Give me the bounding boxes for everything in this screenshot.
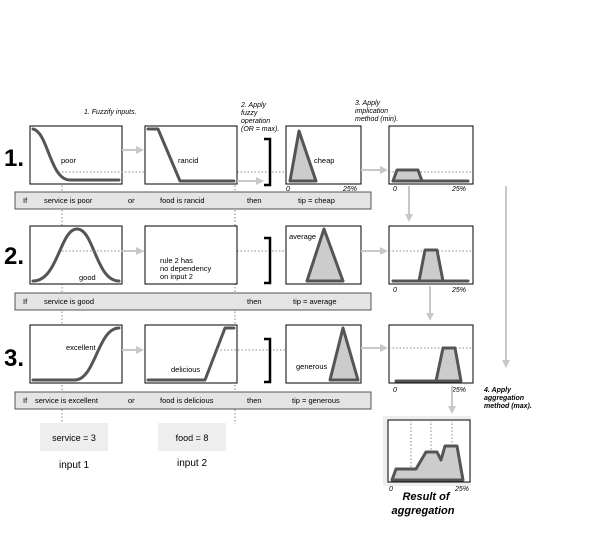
rule-number-3: 3.: [4, 345, 24, 372]
result-caption-line1: Result of: [402, 491, 450, 503]
rule2-note-line1: rule 2 has: [160, 256, 193, 265]
rule1-implication-box: [388, 125, 474, 185]
rule3-consequent: tip = generous: [292, 396, 340, 405]
step2-caption-line1: 2. Apply: [240, 102, 267, 109]
rule1-antecedent2: food is rancid: [160, 196, 205, 205]
rule3-or-bracket: [264, 337, 272, 384]
rule1-axis-max: 25%: [342, 186, 357, 193]
rule3-delicious-curve: [146, 326, 236, 382]
rule3-antecedent2: food is delicious: [160, 396, 214, 405]
rule1-rancid-curve: [146, 127, 236, 183]
rule3-generous-triangle: [328, 326, 360, 382]
step3-caption-line2: implication: [355, 108, 388, 115]
result-axis-min: 0: [389, 486, 393, 493]
rule2-good-curve: [31, 227, 121, 283]
input2-value-box: [158, 423, 226, 451]
rule2-impl-axis-max: 25%: [451, 287, 466, 294]
input1-label: input 1: [59, 460, 89, 471]
rule3-if: If: [23, 396, 28, 405]
rule3-text-bar: [14, 391, 372, 410]
rule2-if: If: [23, 297, 28, 306]
rule2-antecedent1: service is good: [44, 297, 94, 306]
rule1-impl-axis-min: 0: [393, 186, 397, 193]
rule2-implication-shape: [417, 248, 445, 283]
rule3-mf1-label: excellent: [66, 343, 97, 352]
rule3-implication-shape: [434, 346, 463, 383]
rule1-antecedent1: service is poor: [44, 196, 93, 205]
rule3-impl-axis-max: 25%: [451, 387, 466, 394]
rule2-consequent: tip = average: [293, 297, 337, 306]
rule2-then: then: [247, 297, 262, 306]
rule1-implication-shape: [391, 168, 424, 183]
step4-caption-line2: aggregation: [484, 395, 524, 402]
result-axis-max: 25%: [454, 486, 469, 493]
rule1-text-bar: [14, 191, 372, 210]
step2-caption-line3: operation: [241, 118, 270, 125]
input1-value: service = 3: [52, 433, 96, 443]
rule1-consequent: tip = cheap: [298, 196, 335, 205]
step3-caption-line1: 3. Apply: [355, 100, 381, 107]
result-caption-line2: aggregation: [392, 505, 455, 517]
rule1-if: If: [23, 196, 28, 205]
rule3-out-label: generous: [296, 362, 328, 371]
rule2-input2-box: [144, 225, 238, 285]
rule3-antecedent1: service is excellent: [35, 396, 99, 405]
rule2-impl-axis-min: 0: [393, 287, 397, 294]
rule-number-1: 1.: [4, 145, 24, 172]
rule1-poor-curve: [31, 127, 121, 182]
rule2-bracket: [264, 236, 272, 285]
step2-caption-line4: (OR = max).: [241, 126, 279, 133]
rule1-mf1-label: poor: [61, 156, 77, 165]
input2-label: input 2: [177, 458, 207, 469]
rule2-note-line2: no dependency: [160, 264, 212, 273]
rule3-impl-axis-min: 0: [393, 387, 397, 394]
rule3-then: then: [247, 396, 262, 405]
rule1-cheap-triangle: [288, 129, 318, 183]
rule1-connector: or: [128, 196, 135, 205]
rule1-then: then: [247, 196, 262, 205]
rule1-impl-axis-max: 25%: [451, 186, 466, 193]
step1-caption: 1. Fuzzify inputs.: [84, 109, 137, 116]
aggregated-output-shape: [390, 444, 465, 482]
rule1-or-bracket: [264, 137, 272, 187]
rule-number-2: 2.: [4, 243, 24, 270]
rule2-out-label: average: [289, 232, 316, 241]
step4-caption-line3: method (max).: [484, 403, 532, 410]
step4-caption-line1: 4. Apply: [483, 387, 512, 394]
input2-value: food = 8: [176, 433, 209, 443]
step2-caption-line2: fuzzy: [241, 110, 258, 117]
rule1-input1-mf-box: [29, 125, 123, 185]
rule2-text-bar: [14, 292, 372, 311]
input1-value-box: [40, 423, 108, 451]
rule3-connector: or: [128, 396, 135, 405]
rule3-mf2-label: delicious: [171, 365, 200, 374]
step3-caption-line3: method (min).: [355, 116, 398, 123]
rule2-average-triangle: [305, 227, 345, 283]
rule1-mf2-label: rancid: [178, 156, 198, 165]
rule1-out-label: cheap: [314, 156, 334, 165]
rule2-note-line3: on input 2: [160, 272, 193, 281]
rule2-mf1-label: good: [79, 273, 96, 282]
rule3-excellent-curve: [31, 326, 121, 382]
rule1-axis-min: 0: [286, 186, 290, 193]
